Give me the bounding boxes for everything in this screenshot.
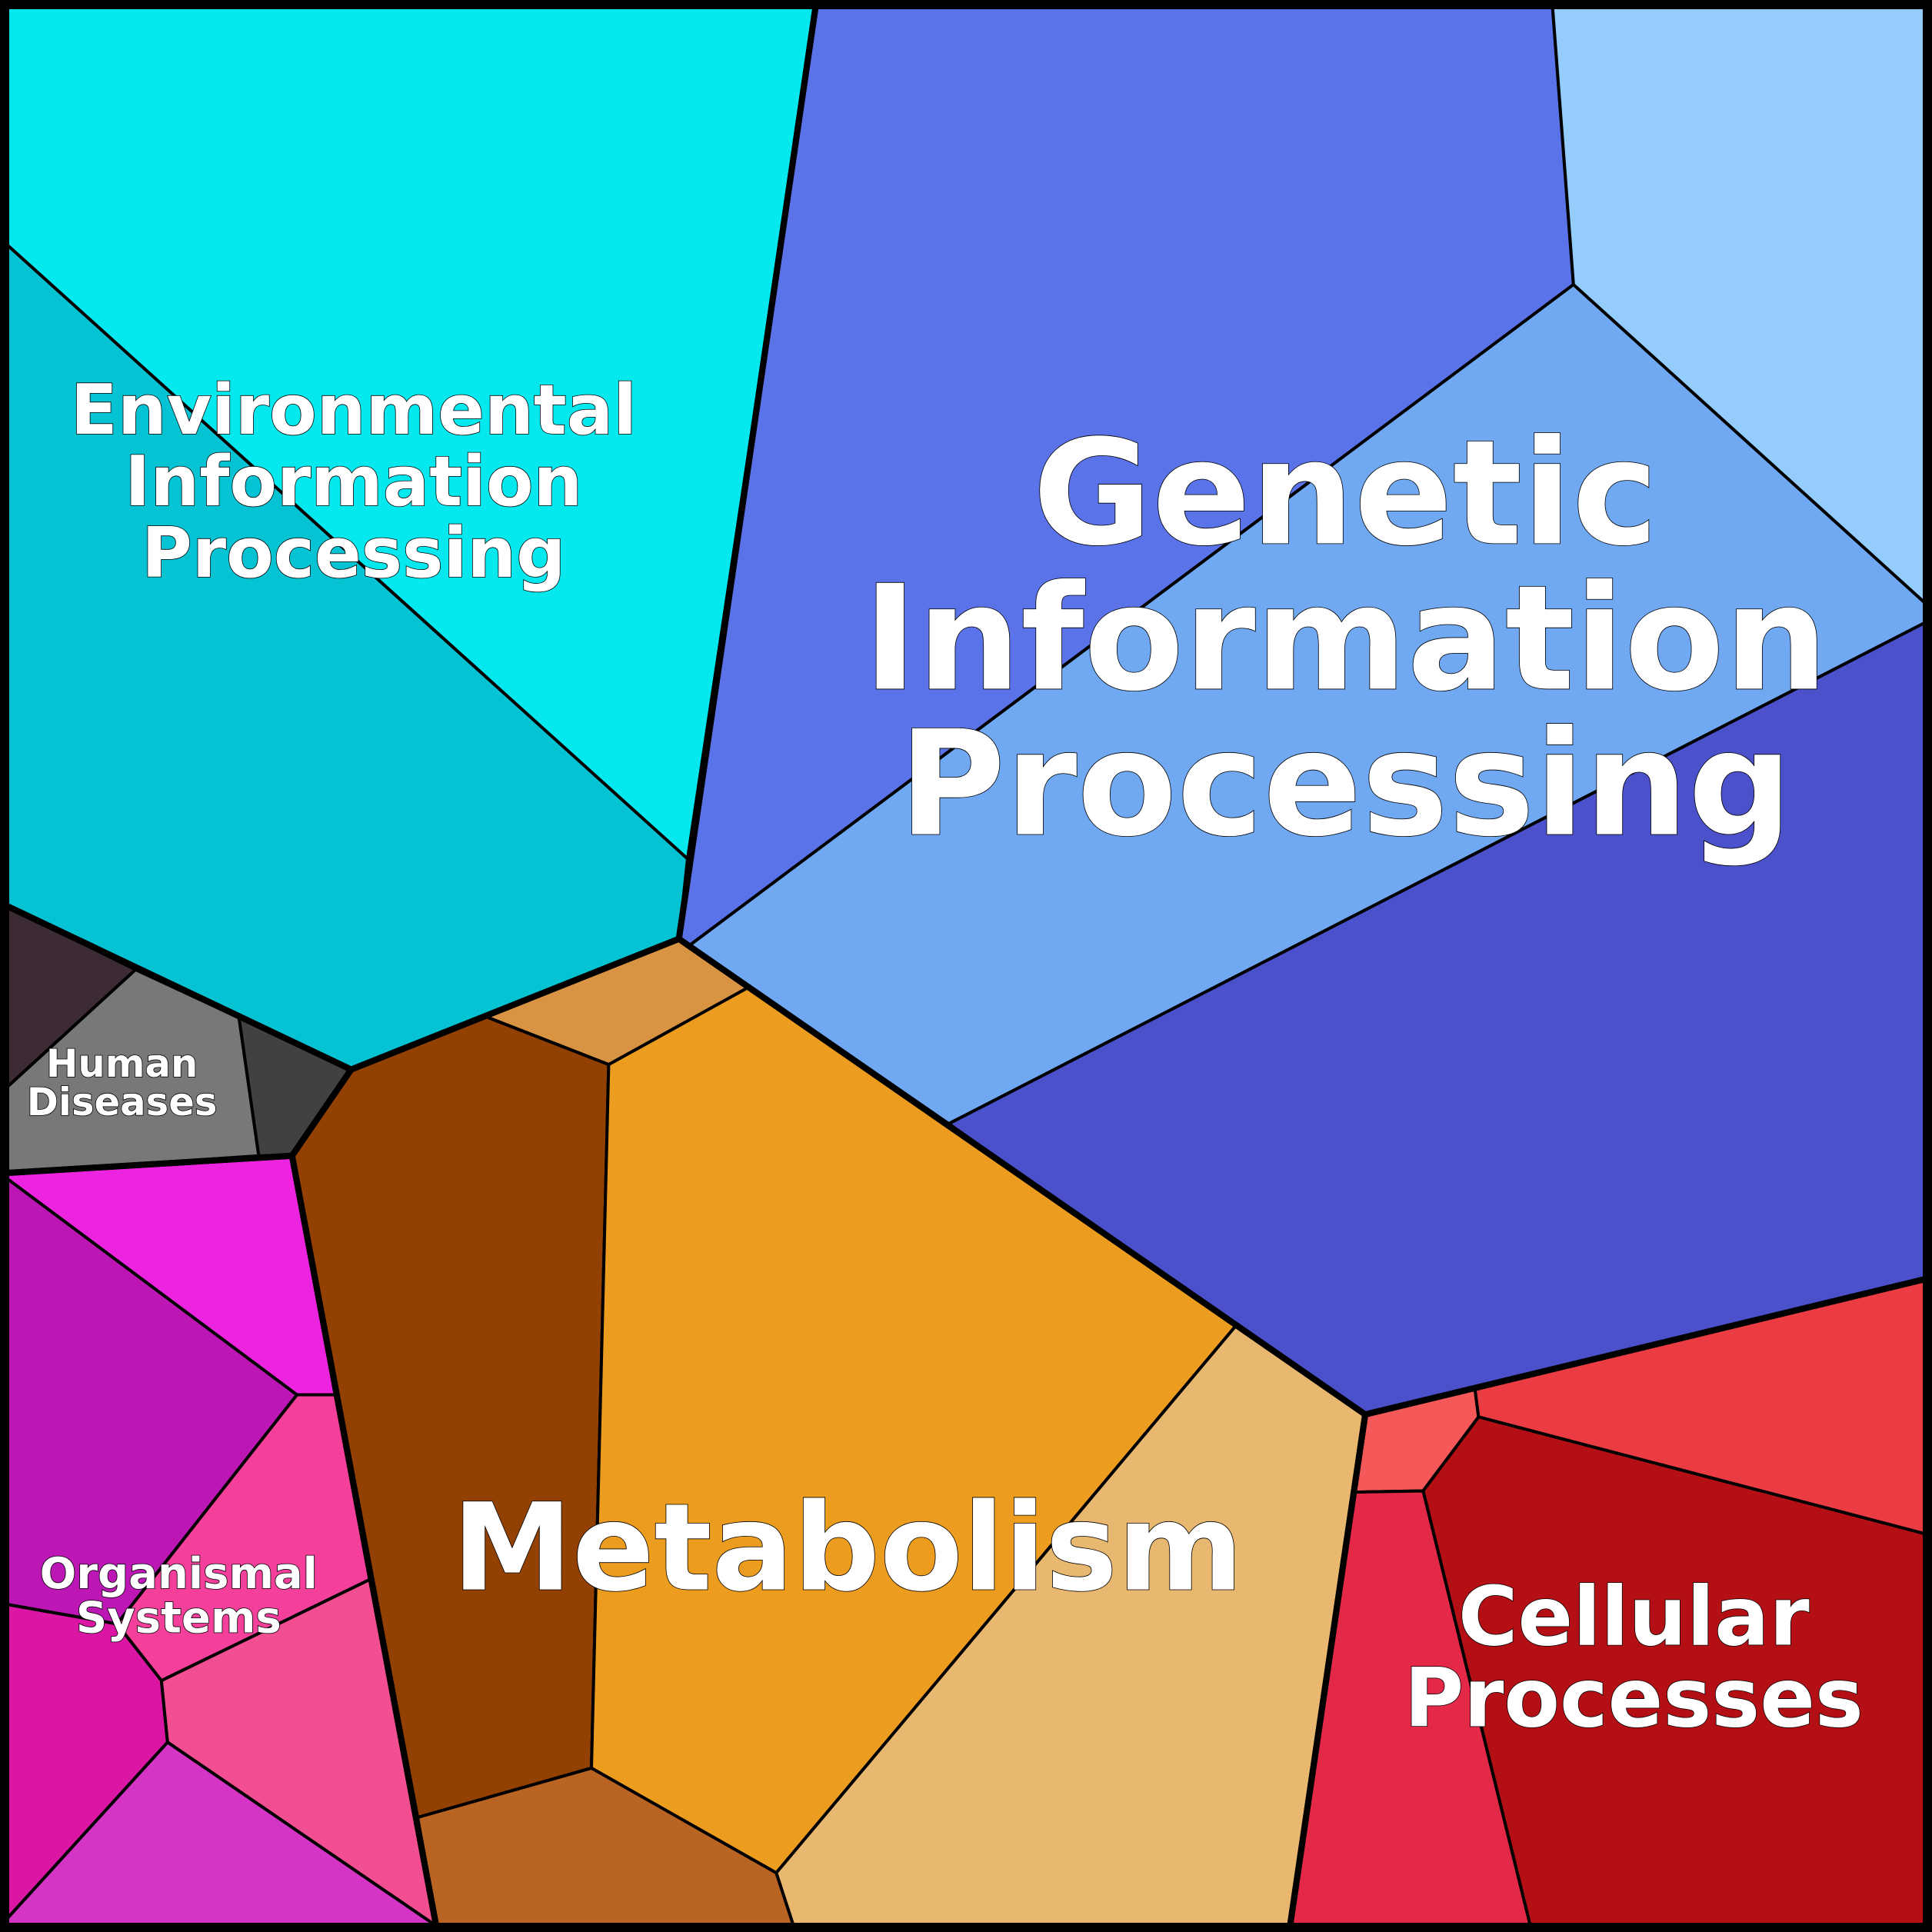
- env-label-line: Environmental: [71, 371, 637, 451]
- organismal-label-line: Organismal: [40, 1549, 318, 1599]
- genetic-label-line: Information: [863, 555, 1827, 724]
- human-label-line: Diseases: [27, 1080, 218, 1124]
- env-label-line: Information: [125, 442, 582, 522]
- genetic-label-line: Genetic: [1033, 409, 1658, 578]
- metabolism-label: Metabolism: [452, 1478, 1244, 1619]
- genetic-label-line: Processing: [899, 700, 1793, 869]
- env-label-line: Processing: [142, 514, 565, 594]
- organismal-label-line: Systems: [76, 1594, 281, 1644]
- metabolism-label-line: Metabolism: [452, 1478, 1244, 1619]
- cellular-label-line: Processes: [1404, 1651, 1864, 1745]
- cellular-label-line: Cellular: [1458, 1570, 1810, 1664]
- human-label-line: Human: [46, 1041, 198, 1086]
